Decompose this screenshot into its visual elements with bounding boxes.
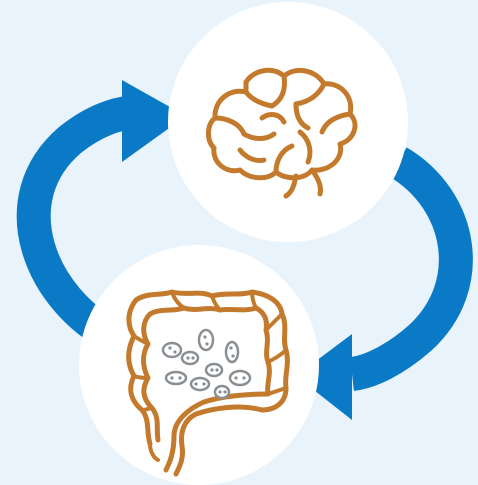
brain-node xyxy=(168,2,408,242)
brain-circle xyxy=(168,2,408,242)
gut-node xyxy=(79,245,319,485)
gut-circle xyxy=(79,245,319,485)
